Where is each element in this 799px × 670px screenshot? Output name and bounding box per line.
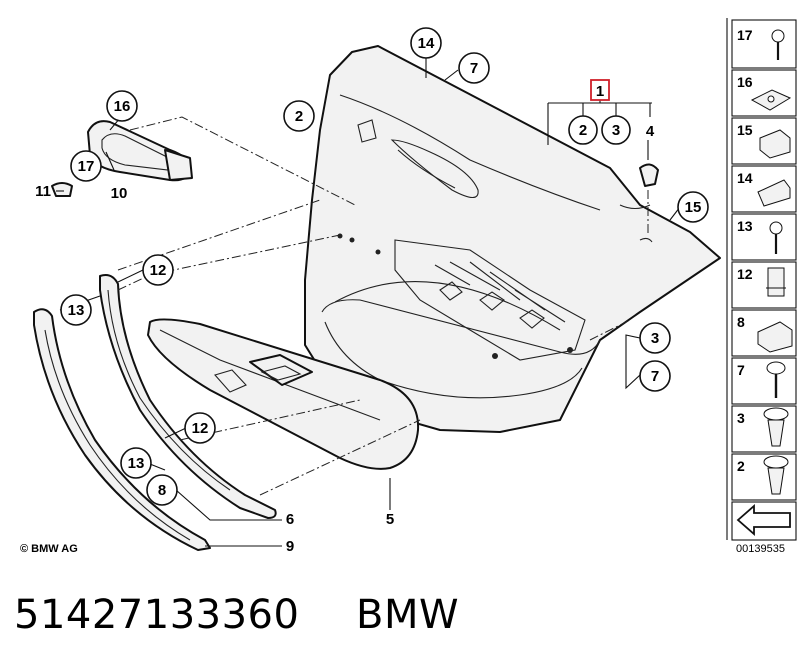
- leader-lines: [56, 58, 681, 547]
- brand-caption: BMW: [356, 592, 459, 638]
- expanding-rivet-icon: [766, 267, 786, 297]
- clip-fastener-icon: [763, 455, 789, 495]
- callout-7-right: 7: [639, 360, 671, 392]
- legend-cell-8: 8: [731, 309, 797, 357]
- callout-6: 6: [286, 511, 294, 528]
- callout-4: 4: [646, 123, 655, 140]
- svg-text:7: 7: [470, 60, 478, 77]
- svg-text:2: 2: [737, 458, 745, 474]
- callout-8: 8: [146, 474, 178, 506]
- callout-1-highlight: 1: [590, 79, 610, 101]
- callout-11: 11: [35, 183, 51, 200]
- svg-text:14: 14: [418, 35, 435, 52]
- svg-text:4: 4: [646, 123, 655, 140]
- svg-text:13: 13: [737, 218, 753, 234]
- svg-text:7: 7: [651, 368, 659, 385]
- legend-cell-15: 15: [731, 117, 797, 165]
- svg-text:12: 12: [192, 420, 209, 437]
- svg-text:5: 5: [386, 511, 394, 528]
- bracket-icon: [757, 179, 791, 207]
- pull-handle: [87, 120, 193, 182]
- callout-9: 9: [286, 538, 294, 555]
- clip-nut-icon: [750, 89, 792, 111]
- screw-icon: [766, 361, 786, 398]
- callout-12-lower: 12: [184, 412, 216, 444]
- clip-icon: [759, 129, 791, 159]
- clip-fastener-icon: [763, 407, 789, 447]
- svg-text:8: 8: [737, 314, 745, 330]
- svg-text:3: 3: [737, 410, 745, 426]
- diagram-reference-number: 00139535: [736, 543, 785, 555]
- clamp-icon: [757, 321, 793, 353]
- svg-text:17: 17: [78, 158, 95, 175]
- svg-text:15: 15: [685, 199, 702, 216]
- svg-text:2: 2: [295, 108, 303, 125]
- callout-10: 10: [111, 185, 128, 202]
- copyright-label: © BMW AG: [20, 543, 78, 555]
- callout-14: 14: [410, 27, 442, 59]
- svg-text:8: 8: [158, 482, 166, 499]
- trim-strip-inner: [99, 274, 277, 519]
- svg-text:2: 2: [579, 122, 587, 139]
- svg-text:3: 3: [612, 122, 620, 139]
- callout-12-upper: 12: [142, 254, 174, 286]
- legend-cell-7: 7: [731, 357, 797, 405]
- svg-text:12: 12: [150, 262, 167, 279]
- screw-icon: [771, 29, 785, 60]
- svg-text:1: 1: [596, 83, 604, 100]
- svg-text:11: 11: [35, 183, 51, 200]
- svg-text:6: 6: [286, 511, 294, 528]
- fastener-details: [51, 163, 659, 197]
- callout-16: 16: [106, 90, 138, 122]
- door-trim-panel: [304, 45, 721, 433]
- svg-text:9: 9: [286, 538, 294, 555]
- legend-cell-2: 2: [731, 453, 797, 501]
- svg-text:17: 17: [737, 27, 753, 43]
- svg-text:12: 12: [737, 266, 753, 282]
- svg-text:3: 3: [651, 330, 659, 347]
- callout-3-sub: 3: [601, 115, 631, 145]
- legend-cell-16: 16: [731, 69, 797, 117]
- armrest-pad: [147, 318, 420, 470]
- legend-cell-13: 13: [731, 213, 797, 261]
- legend-cell-17: 17: [731, 19, 797, 69]
- svg-text:13: 13: [128, 455, 145, 472]
- callout-13-upper: 13: [60, 294, 92, 326]
- screw-icon: [769, 221, 783, 254]
- callout-15: 15: [677, 191, 709, 223]
- svg-text:16: 16: [737, 74, 753, 90]
- part-number-caption: 51427133360: [14, 592, 299, 638]
- callout-2-sub: 2: [568, 115, 598, 145]
- svg-text:10: 10: [111, 185, 128, 202]
- legend-cell-14: 14: [731, 165, 797, 213]
- svg-text:14: 14: [737, 170, 753, 186]
- callout-2-top: 2: [283, 100, 315, 132]
- svg-text:15: 15: [737, 122, 753, 138]
- legend-cell-arrow: [731, 501, 797, 541]
- callout-7-top: 7: [458, 52, 490, 84]
- legend-cell-3: 3: [731, 405, 797, 453]
- callout-17: 17: [70, 150, 102, 182]
- legend-cell-12: 12: [731, 261, 797, 309]
- view-direction-arrow-icon: [736, 504, 791, 536]
- callout-5: 5: [386, 511, 394, 528]
- svg-text:13: 13: [68, 302, 85, 319]
- parts-legend: 17 16 15 14 13 12 8: [726, 18, 797, 555]
- trim-strip-outer: [33, 308, 211, 551]
- svg-text:7: 7: [737, 362, 745, 378]
- callout-13-lower: 13: [120, 447, 152, 479]
- svg-text:16: 16: [114, 98, 131, 115]
- callout-3-right: 3: [639, 322, 671, 354]
